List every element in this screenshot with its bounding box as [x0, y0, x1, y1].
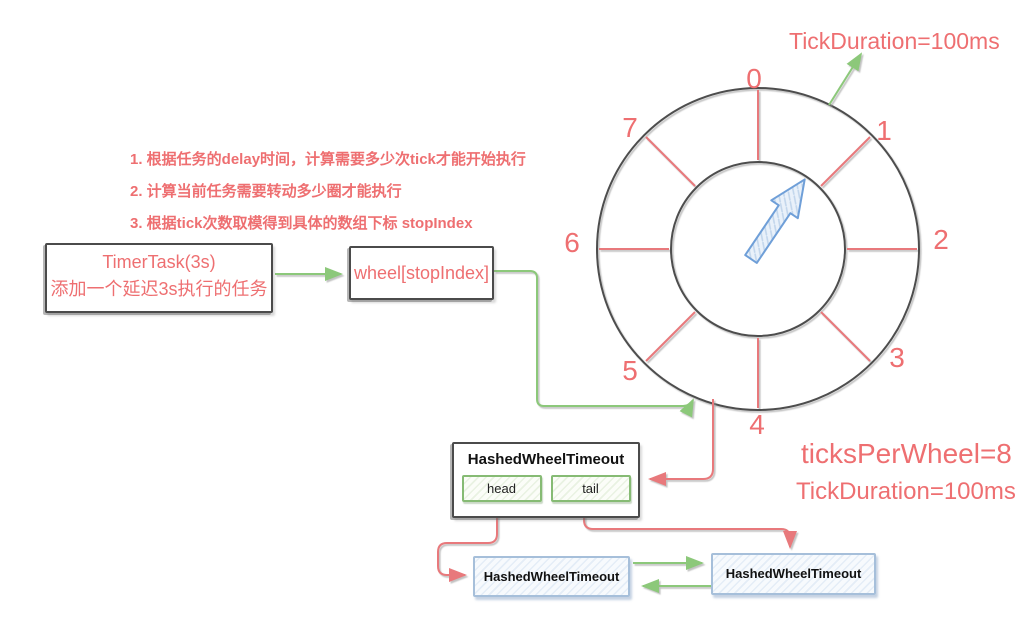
connector-head-to-left-node	[437, 509, 498, 582]
head-pointer-box: head	[461, 475, 542, 502]
wheel-slot-label-6: 6	[564, 227, 580, 258]
wheel-inner-circle	[670, 161, 846, 337]
bucket-head-tail-row: head tail	[454, 475, 638, 502]
wheel-slot-label-3: 3	[889, 342, 905, 373]
timer-task-title: TimerTask(3s)	[102, 252, 216, 272]
tail-pointer-box: tail	[550, 475, 631, 502]
timer-task-box: TimerTask(3s) 添加一个延迟3s执行的任务	[45, 243, 273, 313]
wheel-slot-label-0: 0	[746, 63, 762, 94]
wheel-pointer-arrow-icon	[744, 178, 806, 264]
wheel-stopindex-box: wheel[stopIndex]	[349, 246, 494, 300]
timer-task-subtitle: 添加一个延迟3s执行的任务	[50, 279, 268, 299]
tick-duration-bottom-label: TickDuration=100ms	[796, 478, 1016, 505]
instruction-line-2: 2. 计算当前任务需要转动多少圈才能执行	[130, 183, 402, 200]
timeout-node-left: HashedWheelTimeout	[473, 556, 630, 597]
algorithm-steps: 1. 根据任务的delay时间，计算需要多少次tick才能开始执行 2. 计算当…	[130, 144, 526, 240]
wheel-spokes	[599, 90, 917, 408]
connector-tail-to-right-node	[583, 509, 797, 549]
connector-wheelslot-to-wheel	[494, 270, 694, 418]
diagram-connectors	[275, 52, 863, 593]
wheel-slot-label-7: 7	[622, 112, 638, 143]
wheel-slot-label-4: 4	[749, 409, 765, 440]
instruction-line-3: 3. 根据tick次数取模得到具体的数组下标 stopIndex	[130, 215, 473, 232]
wheel-slot-label-1: 1	[876, 115, 892, 146]
connector-wheel-to-bucket	[648, 399, 714, 486]
bucket-box: HashedWheelTimeout head tail	[452, 442, 640, 518]
tick-duration-top-label: TickDuration=100ms	[789, 28, 1000, 54]
wheel-outer-circle	[596, 87, 920, 411]
instruction-line-1: 1. 根据任务的delay时间，计算需要多少次tick才能开始执行	[130, 151, 526, 168]
bucket-title: HashedWheelTimeout	[467, 451, 625, 468]
timing-wheel	[596, 87, 920, 411]
connector-wheel-to-tickduration	[828, 52, 863, 106]
wheel-slot-numbers: 0 1 2 3 4 5 6 7	[564, 63, 949, 440]
wheel-slot-label-2: 2	[933, 224, 949, 255]
ticks-per-wheel-label: ticksPerWheel=8	[801, 438, 1012, 469]
wheel-slot-label-5: 5	[622, 355, 638, 386]
timeout-node-right: HashedWheelTimeout	[711, 553, 876, 595]
